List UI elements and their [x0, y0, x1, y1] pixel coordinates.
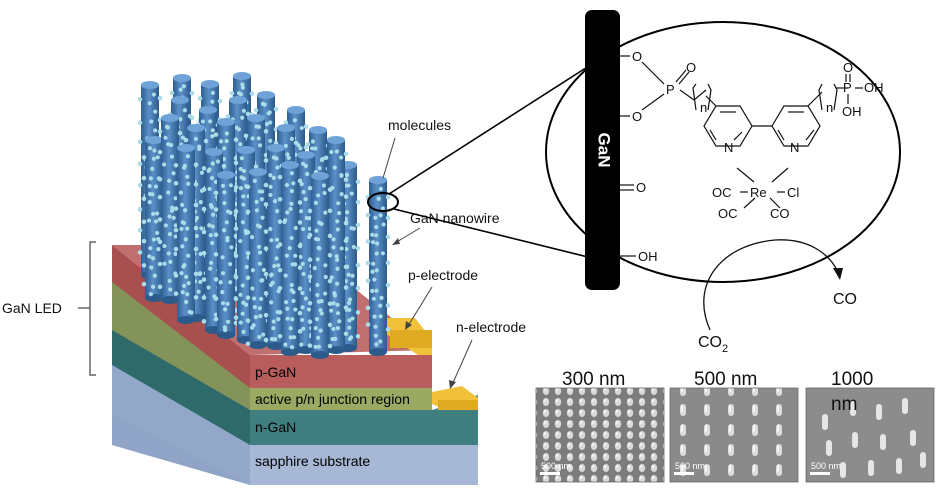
- atom-re: Re: [750, 185, 767, 200]
- scale-bar-2: [674, 472, 694, 475]
- nanowire: [307, 172, 333, 359]
- sem-post: [850, 400, 856, 416]
- molecules-label: molecules: [388, 117, 451, 133]
- sem-post: [880, 434, 886, 450]
- atom-ring-n1: N: [724, 140, 733, 155]
- atom-n1: n: [700, 100, 707, 115]
- n-electrode-front: [438, 400, 478, 410]
- sem-post: [910, 430, 916, 446]
- scale-bar-3: [810, 472, 830, 475]
- reactant-co2: CO2: [698, 334, 728, 355]
- sem-panels: 300 nm 500 nm 500 nm 500 nm 1000 nm 500 …: [535, 369, 935, 483]
- atom-o1: O: [632, 49, 642, 64]
- sem-post: [826, 440, 832, 456]
- nanowire: [277, 161, 303, 356]
- scale-label-2: 500 nm: [675, 461, 705, 471]
- sem-post: [852, 432, 858, 448]
- sem-post: [896, 458, 902, 474]
- active-left: [112, 280, 250, 410]
- scale-label-1: 500 nm: [541, 461, 571, 471]
- scale-bar-1: [540, 472, 560, 475]
- nanowire: [245, 168, 271, 349]
- n-gan-face: [250, 410, 478, 445]
- sem-post: [822, 414, 828, 430]
- led-label: GaN LED: [2, 300, 62, 316]
- zoom-ellipse: [545, 21, 901, 283]
- atom-ring-n2: N: [790, 140, 799, 155]
- atom-oc2: OC: [718, 206, 738, 221]
- reaction-arrowhead: [833, 268, 843, 280]
- nanowire: [157, 114, 183, 304]
- substrate-face: [250, 444, 478, 485]
- gan-surface-bar: [585, 10, 620, 290]
- atom-o-double: O: [636, 180, 646, 195]
- atom-co-ligand: CO: [770, 206, 790, 221]
- layer-label-active: active p/n junction region: [255, 391, 410, 407]
- p-gan-face: [250, 355, 432, 388]
- sem-image-300: [536, 388, 664, 482]
- sem-post: [840, 462, 846, 478]
- nanowire-array: [137, 72, 391, 359]
- sem-post: [868, 460, 874, 476]
- sem-post: [920, 452, 926, 468]
- atom-o2: O: [632, 109, 642, 124]
- atom-p1: P: [666, 82, 675, 97]
- sem-image-500: [670, 388, 798, 482]
- atom-p2: P: [843, 80, 852, 95]
- zoom-callout: [367, 21, 901, 283]
- atom-oh2: OH: [842, 104, 862, 119]
- nanowire: [173, 144, 199, 324]
- reaction: CO2 CO: [698, 239, 857, 355]
- sem-1000-posts: [822, 398, 926, 478]
- atom-o3: O: [686, 60, 696, 75]
- scale-label-3: 500 nm: [811, 461, 841, 471]
- layer-label-substrate: sapphire substrate: [255, 453, 370, 469]
- nanowire: [365, 176, 391, 356]
- sem-post: [902, 398, 908, 414]
- sem-title-1000-unit: nm: [831, 394, 857, 415]
- atom-oh1: OH: [864, 80, 884, 95]
- n-electrode-label: n-electrode: [456, 319, 526, 335]
- reaction-arrow: [703, 239, 839, 331]
- layer-label-n-gan: n-GaN: [255, 419, 296, 435]
- rhenium-complex: [620, 55, 863, 257]
- atom-o4: O: [843, 60, 853, 75]
- gan-surface: GaN: [585, 10, 620, 290]
- sem-title-300: 300 nm: [562, 369, 625, 390]
- p-electrode-front: [390, 330, 432, 348]
- nanowire: [323, 136, 349, 354]
- layer-label-p-gan: p-GaN: [255, 364, 296, 380]
- sem-post: [876, 404, 882, 420]
- sem-title-1000: 1000: [831, 369, 873, 390]
- atom-n2: n: [826, 100, 833, 115]
- atom-cl: Cl: [787, 185, 799, 200]
- atom-oc1: OC: [712, 185, 732, 200]
- active-face: [250, 388, 432, 410]
- gan-surface-label: GaN: [595, 133, 614, 168]
- sem-title-500: 500 nm: [694, 369, 757, 390]
- molecule-atom-labels: O O P O n N N n P O OH OH OC Re Cl OC CO…: [632, 49, 884, 264]
- zoom-source-ellipse: [367, 192, 399, 212]
- atom-oh-surface: OH: [638, 249, 658, 264]
- led-bracket: GaN LED: [2, 241, 96, 376]
- product-co: CO: [833, 291, 857, 308]
- callouts: molecules GaN nanowire p-electrode n-ele…: [382, 117, 526, 389]
- p-electrode-label: p-electrode: [408, 267, 478, 283]
- nanowire-label: GaN nanowire: [410, 210, 500, 226]
